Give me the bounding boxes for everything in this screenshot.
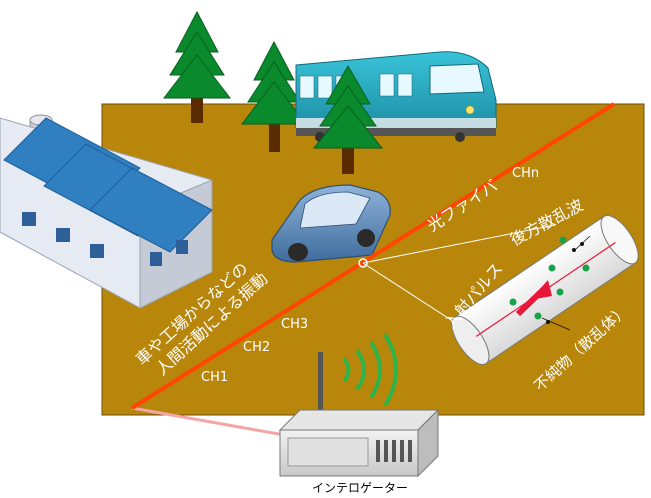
channel-3-label: CH3: [281, 317, 308, 332]
interrogator-label: インテロゲーター: [312, 481, 408, 495]
train-icon: [295, 51, 497, 142]
interrogator-icon: [278, 352, 440, 478]
car-icon: [271, 184, 391, 263]
fiber-cross-section-icon: [451, 215, 639, 365]
tree-icon: [240, 40, 308, 152]
fiber-lead-line: [131, 406, 291, 438]
optical-fiber: [130, 102, 616, 410]
channel-2-label: CH2: [243, 340, 270, 355]
ray-backscatter: [362, 224, 556, 264]
wifi-signal-icon: [343, 334, 398, 406]
channel-n-label: CHn: [512, 166, 539, 181]
scatter-point: [358, 258, 368, 268]
tree-icon: [312, 65, 384, 174]
channel-1-label: CH1: [201, 370, 228, 385]
tree-icon: [162, 10, 232, 123]
factory-icon: [0, 114, 213, 309]
